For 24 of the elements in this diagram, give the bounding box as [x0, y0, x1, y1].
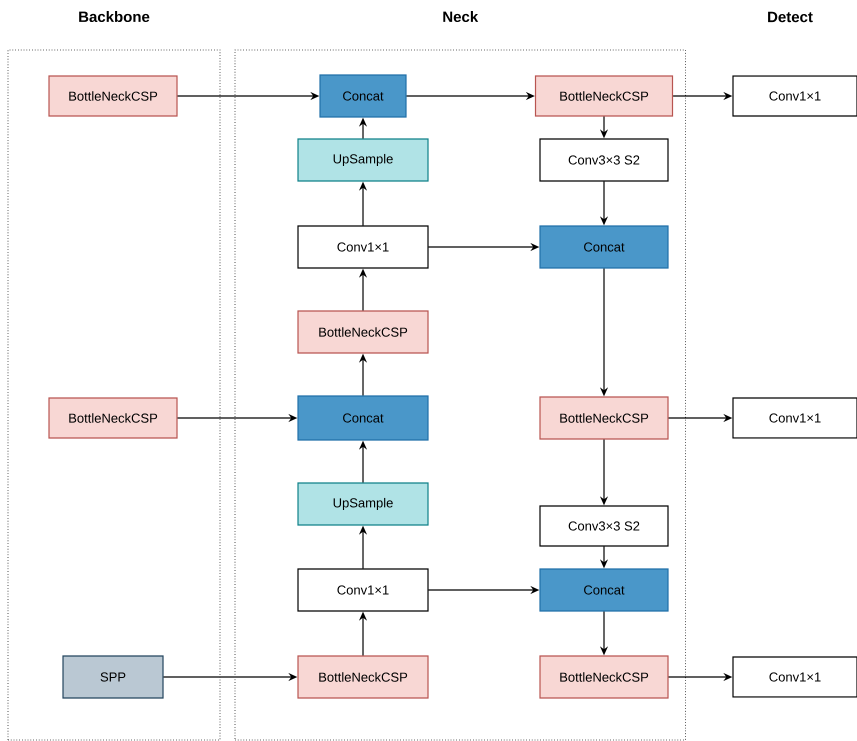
conv-box: Conv3×3 S2: [539, 138, 669, 182]
bottleneck-csp-box: BottleNeckCSP: [297, 655, 429, 699]
bottleneck-csp-box: BottleNeckCSP: [534, 75, 674, 117]
conv-box: Conv1×1: [732, 75, 857, 117]
bottleneck-csp-box: BottleNeckCSP: [48, 397, 178, 439]
upsample-box: UpSample: [297, 138, 429, 182]
concat-box: Concat: [539, 568, 669, 612]
bottleneck-csp-box: BottleNeckCSP: [48, 75, 178, 117]
bottleneck-csp-box: BottleNeckCSP: [539, 655, 669, 699]
conv-box: Conv3×3 S2: [539, 505, 669, 547]
concat-box: Concat: [319, 74, 407, 118]
spp-box: SPP: [62, 655, 164, 699]
bottleneck-csp-box: BottleNeckCSP: [297, 310, 429, 354]
concat-box: Concat: [539, 225, 669, 269]
upsample-box: UpSample: [297, 482, 429, 526]
conv-box: Conv1×1: [297, 568, 429, 612]
column-heading: Detect: [768, 12, 813, 22]
concat-box: Concat: [297, 395, 429, 441]
conv-box: Conv1×1: [297, 225, 429, 269]
bottleneck-csp-box: BottleNeckCSP: [539, 396, 669, 440]
column-heading: Backbone: [79, 11, 150, 22]
column-heading: Neck: [443, 11, 478, 22]
conv-box: Conv1×1: [732, 656, 857, 698]
conv-box: Conv1×1: [732, 397, 857, 439]
